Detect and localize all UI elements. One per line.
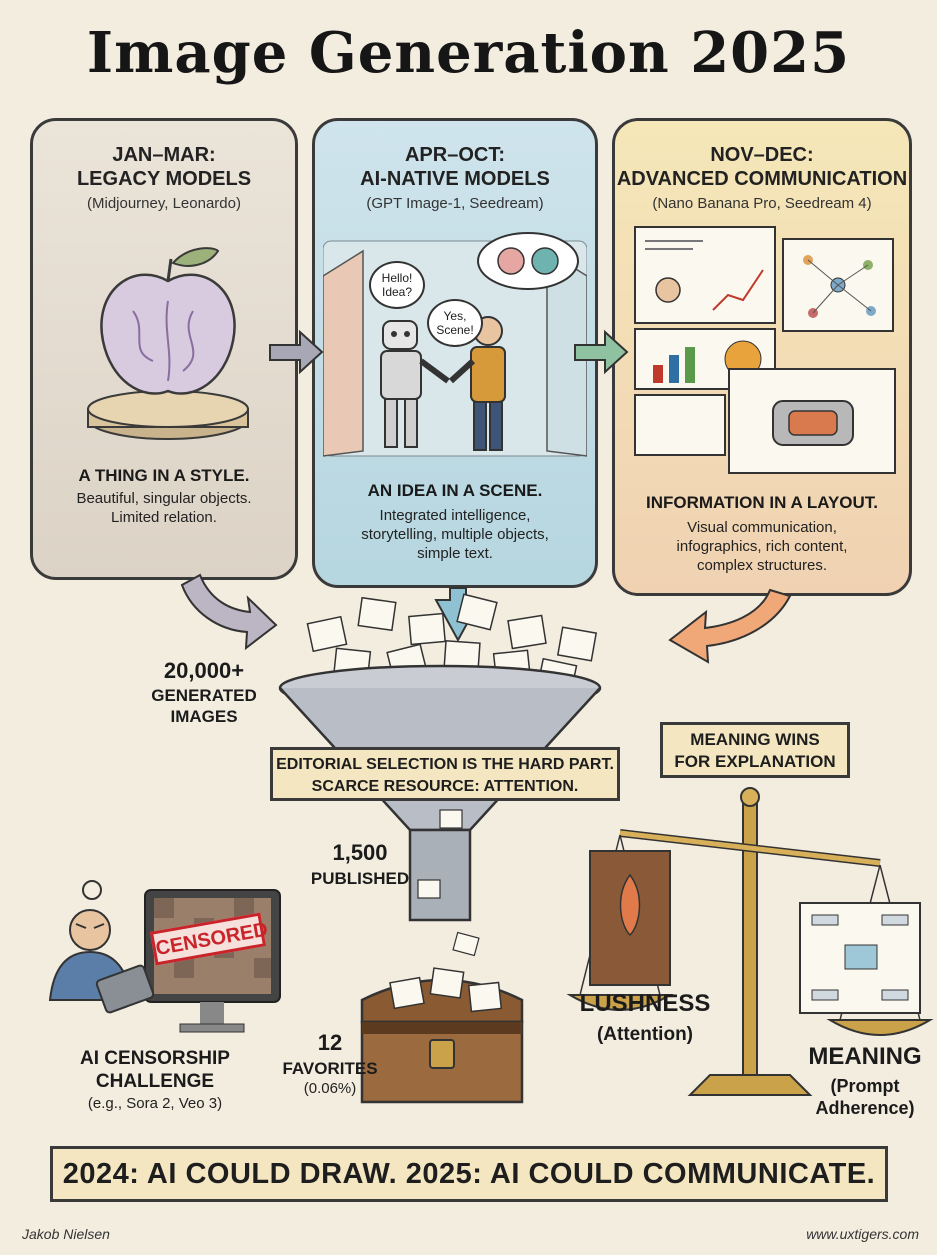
panel-advanced-communication: NOV–DEC: ADVANCED COMMUNICATION (Nano Ba… [612, 118, 912, 596]
panel-name: LEGACY MODELS [76, 168, 252, 190]
favorites-label: FAVORITES [282, 1059, 378, 1078]
lushness-title: LUSHNESS [579, 990, 711, 1017]
panel-period: APR–OCT: [404, 144, 505, 166]
generated-label-1: GENERATED [151, 686, 257, 705]
panel-name: AI-NATIVE MODELS [360, 168, 550, 190]
meaning-wins-line-1: MEANING WINS [690, 730, 820, 749]
panel-tagline: A THING IN A STYLE. [78, 466, 250, 485]
published-count: 1,500 [332, 840, 388, 865]
arrow-panel1-to-panel2 [269, 329, 324, 375]
bottom-banner: 2024: AI COULD DRAW. 2025: AI COULD COMM… [50, 1146, 888, 1202]
editorial-selection-line-1: EDITORIAL SELECTION IS THE HARD PART. [276, 756, 614, 773]
published-label: PUBLISHED [310, 869, 410, 888]
generated-label-2: IMAGES [170, 707, 238, 726]
generated-count: 20,000+ [163, 658, 245, 683]
meaning-sub-1: (Prompt [830, 1076, 900, 1096]
panel-period: JAN–MAR: [112, 144, 216, 166]
panel-description-3: simple text. [417, 545, 493, 562]
censorship-title-2: CHALLENGE [95, 1071, 215, 1092]
lushness-sub: (Attention) [596, 1024, 694, 1045]
panel-tagline: AN IDEA IN A SCENE. [367, 481, 543, 500]
meaning-wins-banner: MEANING WINS FOR EXPLANATION [660, 722, 850, 778]
panel-description-1: Integrated intelligence, [379, 507, 531, 524]
panel-description-2: Limited relation. [111, 509, 217, 526]
balance-scale-illustration [566, 787, 934, 1096]
panel-models: (Nano Banana Pro, Seedream 4) [652, 195, 872, 212]
panel-description-1: Beautiful, singular objects. [76, 490, 252, 507]
meaning-title: MEANING [808, 1043, 922, 1070]
censorship-illustration [48, 880, 281, 1033]
panel-name: ADVANCED COMMUNICATION [616, 168, 908, 190]
panel-legacy-models: JAN–MAR: LEGACY MODELS (Midjourney, Leon… [30, 118, 298, 580]
speech-bubble-human: Yes, Scene! [427, 299, 483, 347]
infographic-collage-illustration [634, 226, 896, 474]
panel-models: (GPT Image-1, Seedream) [366, 195, 544, 212]
footer-author: Jakob Nielsen [22, 1226, 110, 1242]
footer-site: www.uxtigers.com [806, 1226, 919, 1242]
panel-ai-native-models: APR–OCT: AI-NATIVE MODELS (GPT Image-1, … [312, 118, 598, 588]
arrow-panel3-to-funnel [668, 588, 792, 664]
treasure-chest-illustration [360, 967, 524, 1104]
speech-bubble-robot: Hello! Idea? [369, 261, 425, 309]
panel-description-3: complex structures. [696, 557, 828, 574]
panel-description-2: infographics, rich content, [676, 538, 848, 555]
censorship-examples: (e.g., Sora 2, Veo 3) [87, 1095, 223, 1112]
arrow-panel1-to-funnel [180, 573, 278, 651]
panel-description-2: storytelling, multiple objects, [361, 526, 549, 543]
panel-models: (Midjourney, Leonardo) [87, 195, 241, 212]
apple-sculpture-illustration [87, 247, 249, 440]
meaning-sub-2: Adherence) [815, 1098, 915, 1118]
editorial-selection-banner: EDITORIAL SELECTION IS THE HARD PART. SC… [270, 747, 620, 801]
favorites-count: 12 [317, 1030, 343, 1055]
meaning-wins-line-2: FOR EXPLANATION [674, 752, 836, 771]
favorites-percent: (0.06%) [303, 1080, 357, 1097]
panel-description-1: Visual communication, [687, 519, 837, 536]
panel-tagline: INFORMATION IN A LAYOUT. [645, 493, 878, 512]
censorship-title-1: AI CENSORSHIP [80, 1048, 230, 1069]
editorial-selection-line-2: SCARCE RESOURCE: ATTENTION. [311, 778, 579, 795]
panel-period: NOV–DEC: [710, 144, 814, 166]
arrow-panel2-to-panel3 [574, 329, 629, 375]
page-title: Image Generation 2025 [86, 20, 851, 86]
